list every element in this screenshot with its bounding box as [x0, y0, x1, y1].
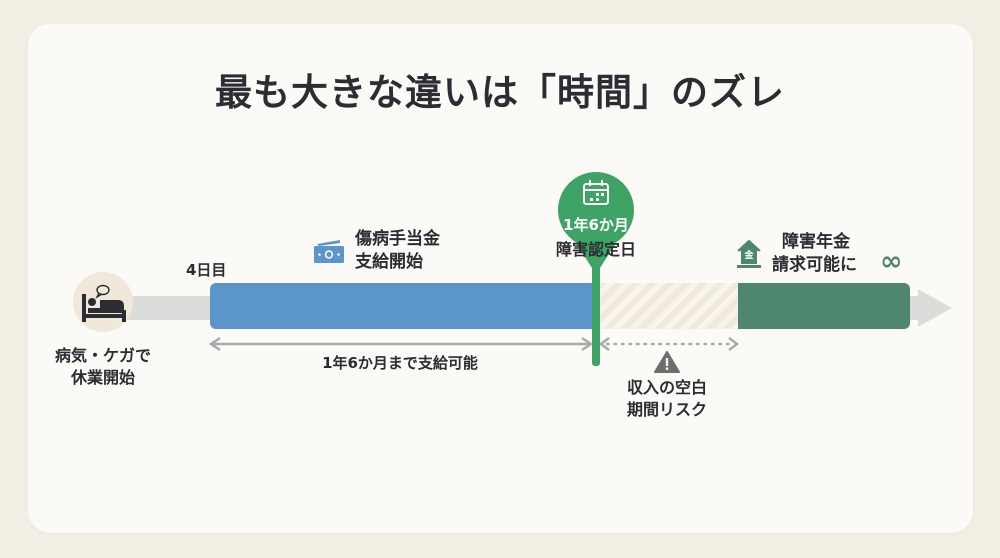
- start-label-line1: 病気・ケガで: [54, 346, 151, 365]
- income-gap-label-line2: 期間リスク: [626, 400, 707, 419]
- income-gap-label-line1: 収入の空白: [626, 378, 707, 397]
- diagram-title: 最も大きな違いは「時間」のズレ: [215, 71, 785, 114]
- sickness-allowance-label-line1: 傷病手当金: [355, 229, 440, 249]
- milestone-label-top: 1年6か月: [563, 216, 629, 234]
- start-label-line2: 休業開始: [70, 368, 135, 387]
- disability-pension-label: 障害年金 請求可能に: [772, 231, 857, 277]
- sickness-allowance-label-line2: 支給開始: [355, 252, 423, 272]
- disability-pension-label-line2: 請求可能に: [772, 255, 857, 275]
- start-label: 病気・ケガで 休業開始: [38, 345, 168, 389]
- milestone-label-bottom: 障害認定日: [555, 240, 636, 259]
- infinity-icon: ∞: [880, 246, 903, 277]
- sickness-duration-label: 1年6か月まで支給可能: [322, 354, 478, 372]
- day4-marker-label: 4日目: [186, 261, 227, 279]
- pension-house-icon-glyph: 金: [744, 251, 754, 261]
- sickness-allowance-label: 傷病手当金 支給開始: [355, 228, 440, 274]
- sickness-allowance-period-bar: [210, 283, 596, 329]
- diagram-card: [28, 24, 973, 533]
- income-gap-label: 収入の空白 期間リスク: [602, 377, 732, 421]
- disability-pension-label-line1: 障害年金: [782, 232, 850, 252]
- disability-pension-period-bar: [738, 283, 910, 329]
- timeline-arrowhead-icon: [918, 289, 952, 327]
- income-gap-period-bar: [598, 283, 738, 329]
